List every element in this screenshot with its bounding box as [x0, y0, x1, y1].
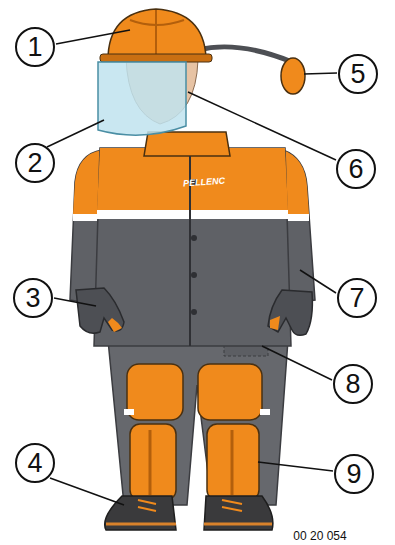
- jacket-orange: [97, 148, 288, 210]
- boot-sole: [106, 523, 272, 526]
- callout-circle: 6: [336, 149, 376, 189]
- callout-number: 9: [346, 461, 361, 488]
- trousers: [108, 340, 288, 505]
- callout-number: 3: [25, 285, 40, 312]
- callout-number: 6: [348, 156, 363, 183]
- callout-circle: 3: [13, 278, 53, 318]
- glove: [76, 288, 124, 333]
- callout-number: 7: [349, 285, 364, 312]
- knee-pad: [198, 364, 262, 420]
- callout-circle: 5: [338, 54, 378, 94]
- reflective-band: [124, 409, 134, 415]
- callout-circle: 4: [15, 443, 55, 483]
- jacket-body: [94, 148, 291, 346]
- ear-muff: [281, 58, 305, 94]
- callout-circle: 9: [334, 454, 374, 494]
- jacket-collar: [144, 132, 230, 156]
- glove: [268, 290, 312, 335]
- guard-seam: [150, 430, 232, 495]
- helmet: [108, 9, 206, 60]
- button: [191, 272, 197, 278]
- callout-circle: 7: [337, 278, 377, 318]
- figure-code: 00 20 054: [293, 530, 346, 542]
- boot-laces: [138, 500, 242, 511]
- button: [191, 309, 197, 315]
- helmet-brim: [100, 54, 212, 62]
- callout-number: 4: [27, 450, 42, 477]
- helmet-ridge: [130, 10, 184, 58]
- callout-number: 8: [345, 371, 360, 398]
- leader-lines: [47, 30, 337, 505]
- glove-trim: [108, 318, 122, 332]
- reflective-band: [97, 210, 288, 219]
- callout-number: 2: [27, 150, 42, 177]
- reflective-band: [260, 409, 270, 415]
- shin-guard: [130, 424, 176, 500]
- callout-circle: 1: [15, 27, 55, 67]
- callout-number: 5: [350, 61, 365, 88]
- callout-number: 1: [27, 34, 42, 61]
- face-visor: [98, 62, 186, 135]
- glove-trim: [270, 316, 280, 330]
- knee-pad: [127, 364, 183, 420]
- callout-circle: 8: [333, 364, 373, 404]
- button: [191, 235, 197, 241]
- callout-circle: 2: [15, 143, 55, 183]
